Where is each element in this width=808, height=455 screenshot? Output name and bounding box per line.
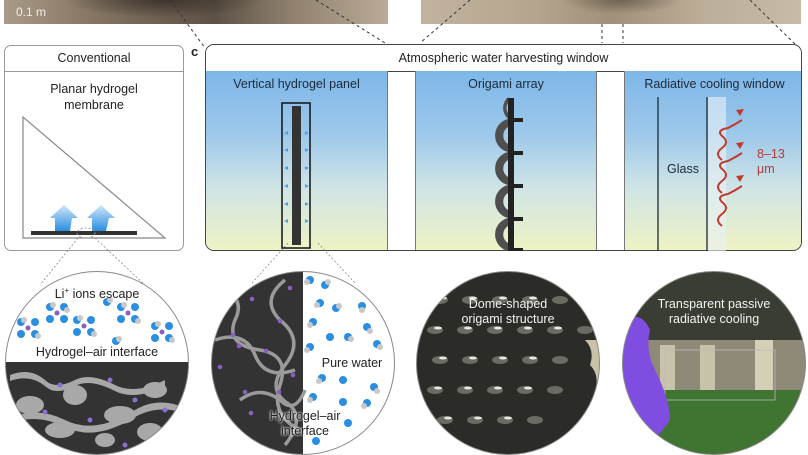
cooling-line2: radiative cooling xyxy=(668,312,760,326)
atmospheric-window-panel: Atmospheric water harvesting window Vert… xyxy=(205,44,802,251)
glass-label: Glass xyxy=(667,162,699,176)
transparent-cooling-label: Transparent passive radiative cooling xyxy=(622,297,806,327)
section-label: Vertical hydrogel panel xyxy=(233,77,360,91)
hydrogel-interface-label: Hydrogel–air interface xyxy=(255,409,355,439)
dome-origami-label: Dome-shaped origami structure xyxy=(416,297,600,327)
section-label: Origami array xyxy=(468,77,544,91)
photo-strip-left xyxy=(4,0,388,24)
vertical-hydrogel-panel-illustration xyxy=(281,102,311,249)
atmospheric-window-title: Atmospheric water harvesting window xyxy=(206,45,801,72)
photo-strip-right xyxy=(421,0,801,24)
pure-water-label: Pure water xyxy=(321,356,383,370)
radiative-cooling-illustration xyxy=(657,97,744,251)
conventional-title: Conventional xyxy=(5,46,183,72)
section-label: Radiative cooling window xyxy=(644,77,785,91)
wavelength-unit: μm xyxy=(757,162,775,176)
conventional-subtitle-line2: membrane xyxy=(64,98,124,112)
wavelength-range: 8–13 xyxy=(757,147,785,161)
charge-sup: + xyxy=(64,286,70,295)
wavelength-label: 8–13 μm xyxy=(757,147,785,177)
interface-line2: interface xyxy=(281,424,329,438)
conventional-subtitle-line1: Planar hydrogel xyxy=(50,82,138,96)
panel-letter: c xyxy=(191,44,199,59)
origami-array-illustration xyxy=(495,97,523,251)
interface-line1: Hydrogel–air xyxy=(269,409,341,423)
conventional-subtitle: Planar hydrogel membrane xyxy=(5,81,183,113)
li-symbol: Li xyxy=(54,287,65,302)
cooling-line1: Transparent passive xyxy=(657,297,771,311)
circle-origami-photo xyxy=(416,271,600,455)
planar-membrane-illustration xyxy=(22,115,167,239)
li-ion-clusters xyxy=(17,297,175,345)
dome-line2: origami structure xyxy=(461,312,555,326)
ions-escape-text: ions escape xyxy=(69,287,140,302)
dome-line1: Dome-shaped xyxy=(468,297,548,311)
scale-bar-label: 0.1 m xyxy=(16,5,47,19)
li-ions-escape-label: Li+ ions escape xyxy=(5,286,189,301)
hydrogel-air-interface-label: Hydrogel–air interface xyxy=(35,345,159,359)
dashed-connectors xyxy=(169,0,798,49)
